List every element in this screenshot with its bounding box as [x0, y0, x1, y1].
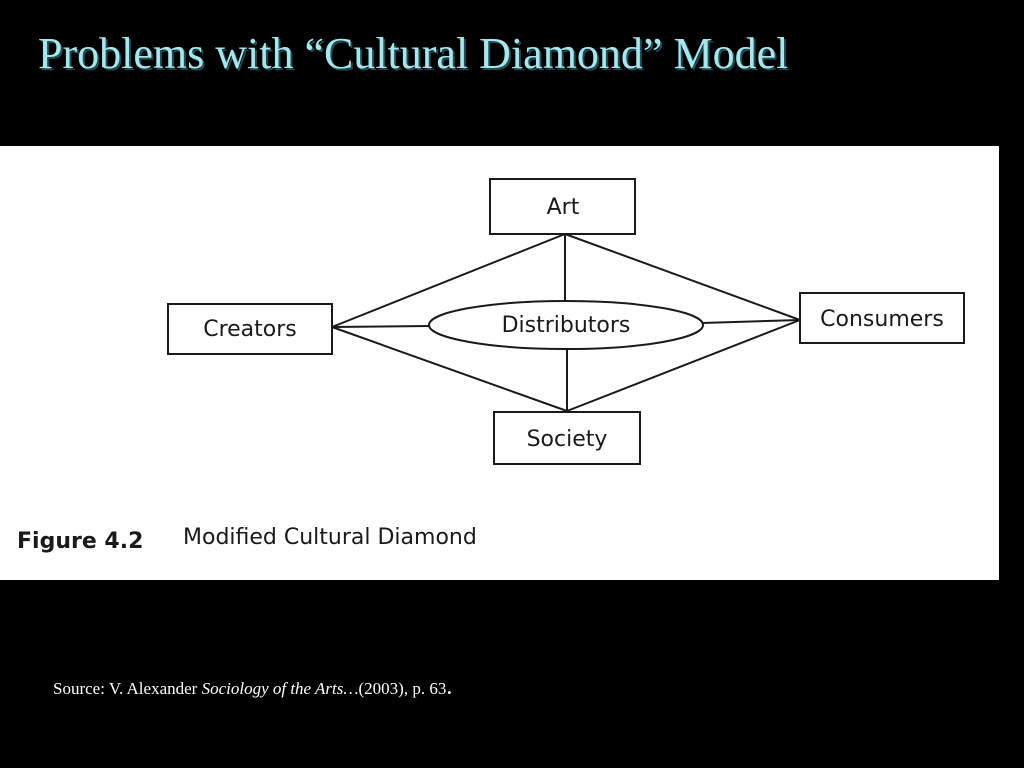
line-creators-society	[331, 326, 568, 412]
line-consumers-society	[566, 319, 801, 412]
figure-number: Figure 4.2	[17, 529, 143, 554]
node-art: Art	[489, 178, 636, 235]
source-suffix: (2003), p. 63	[358, 679, 447, 698]
source-end-mark: .	[446, 674, 453, 700]
node-art-label: Art	[547, 195, 580, 220]
node-creators-label: Creators	[203, 317, 297, 342]
line-art-consumers	[564, 233, 801, 321]
node-society: Society	[493, 411, 641, 465]
cultural-diamond-diagram: Art Creators Distributors Consumers Soci…	[17, 178, 965, 554]
node-distributors-label: Distributors	[502, 313, 631, 338]
node-consumers-label: Consumers	[820, 307, 944, 332]
node-consumers: Consumers	[799, 292, 965, 344]
node-creators: Creators	[167, 303, 333, 355]
line-creators-distributors	[331, 325, 431, 328]
source-book-title: Sociology of the Arts…	[201, 679, 359, 698]
node-society-label: Society	[527, 427, 608, 452]
line-distributors-consumers	[701, 319, 801, 324]
source-prefix: Source: V. Alexander	[53, 679, 202, 698]
figure-caption: Modified Cultural Diamond	[183, 525, 477, 550]
slide-title: Problems with “Cultural Diamond” Model	[38, 29, 789, 78]
node-distributors: Distributors	[428, 300, 704, 350]
line-art-creators	[331, 233, 566, 328]
figure-panel: Art Creators Distributors Consumers Soci…	[0, 146, 999, 580]
source-citation: Source: V. Alexander Sociology of the Ar…	[53, 674, 452, 701]
